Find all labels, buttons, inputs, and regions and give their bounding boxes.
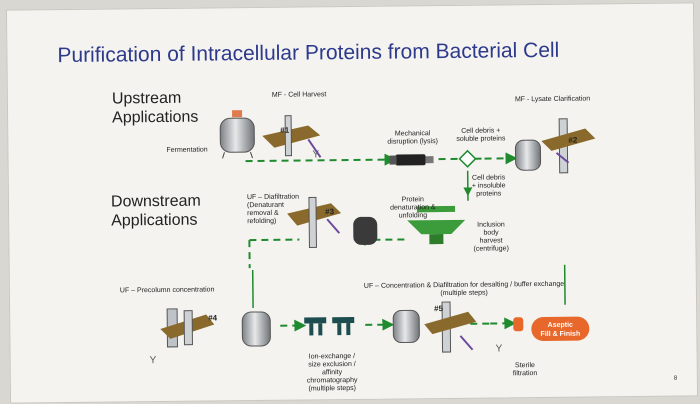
uf-filter-5: #5 Y [424, 301, 503, 355]
aseptic-box: Aseptic Fill & Finish [531, 317, 589, 342]
sterile-label: Sterile filtration [513, 362, 538, 378]
svg-text:Y: Y [495, 343, 502, 354]
fermenter-tank [220, 110, 255, 158]
homogenizer [389, 154, 433, 165]
chromatography-columns [304, 317, 354, 336]
precolumn-tank [242, 312, 270, 346]
uf-diafiltration-label: UF – Diafiltration (Denaturant removal &… [247, 194, 299, 227]
svg-text:#3: #3 [325, 207, 335, 216]
cell-debris-insoluble-label: Cell debris + insoluble proteins [472, 174, 506, 198]
chromatography-label: Ion-exchange / size exclusion / affinity… [307, 353, 358, 394]
page-number: 8 [674, 376, 677, 382]
mf-filter-2: #2 [541, 118, 596, 173]
process-flow-diagram: #1 Y #2 #3 [7, 3, 697, 402]
denaturation-tank [353, 217, 377, 245]
svg-text:Aseptic: Aseptic [548, 322, 573, 329]
svg-text:Y: Y [312, 149, 319, 160]
mf-filter-1: #1 Y [262, 115, 320, 161]
uf-concentration-label: UF – Concentration & Diafiltration for d… [364, 281, 564, 299]
fermentation-label: Fermentation [166, 147, 207, 155]
uf-filter-4: #4 Y [149, 308, 218, 366]
mf-lysate-label: MF - Lysate Clarification [515, 96, 590, 105]
svg-text:#5: #5 [434, 304, 444, 313]
svg-text:Fill & Finish: Fill & Finish [541, 331, 581, 338]
cell-debris-soluble-label: Cell debris + soluble proteins [456, 127, 505, 144]
sterile-filter [513, 317, 523, 331]
slide: Purification of Intracellular Proteins f… [6, 2, 698, 403]
decision-diamond [459, 151, 475, 167]
protein-denaturation-label: Protein denaturation & unfolding [390, 196, 436, 220]
svg-text:#4: #4 [208, 313, 218, 322]
mechanical-label: Mechanical disruption (lysis) [387, 130, 438, 147]
svg-text:#1: #1 [280, 126, 290, 135]
inclusion-body-label: Inclusion body harvest (centrifuge) [473, 221, 509, 253]
lysate-tank [515, 140, 540, 170]
mf-cell-harvest-label: MF - Cell Harvest [272, 91, 327, 100]
concentration-tank [393, 310, 419, 342]
svg-text:Y: Y [150, 355, 157, 366]
uf-precolumn-label: UF – Precolumn concentration [120, 286, 215, 295]
svg-text:#2: #2 [568, 136, 578, 145]
